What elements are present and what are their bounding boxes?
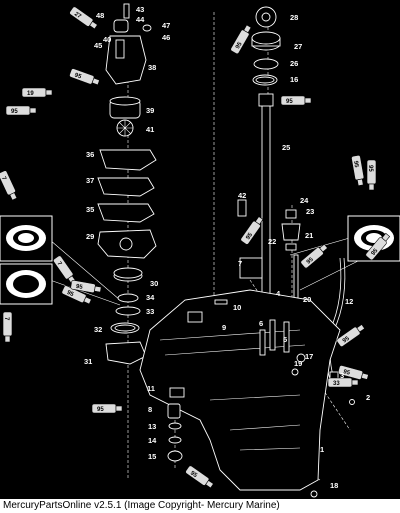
callout-48: 48 [96, 11, 104, 20]
callout-25: 25 [282, 143, 290, 152]
tube-label: 95 [286, 99, 293, 105]
gear-housing [139, 289, 355, 498]
callout-8: 8 [148, 405, 152, 414]
callout-33: 33 [146, 307, 154, 316]
callout-12: 12 [345, 297, 353, 306]
tube-2: 95 [69, 68, 100, 86]
copyright-footer: MercuryPartsOnline v2.5.1 (Image Copyrig… [0, 499, 400, 513]
callout-numbers: 1 2 3 4 5 6 7 8 9 10 11 12 13 14 15 16 1… [84, 5, 370, 490]
callout-9: 9 [222, 323, 226, 332]
tube-3: 19 [21, 87, 53, 98]
tube-5: 95 [230, 24, 252, 55]
tube-16: 95 [365, 232, 391, 261]
tube-label: 19 [27, 91, 34, 97]
tube-18: 95 [300, 243, 328, 269]
bearing-detail-inset [0, 263, 53, 305]
callout-38: 38 [148, 63, 156, 72]
water-pump-assembly [97, 3, 157, 365]
callout-2: 2 [366, 393, 370, 402]
callout-16: 16 [290, 75, 298, 84]
tube-label: 95 [306, 256, 315, 265]
callout-3: 3 [340, 371, 344, 380]
tube-label: 95 [74, 73, 83, 81]
tube-label: 7 [55, 261, 62, 268]
callout-17: 17 [305, 352, 313, 361]
tube-11: 33 [327, 377, 359, 388]
tube-label: 7 [0, 176, 7, 182]
tube-1: 27 [69, 6, 98, 30]
tube-label: 95 [97, 407, 104, 413]
tube-label: 27 [73, 11, 82, 20]
tube-21: 95 [351, 155, 365, 187]
tube-label: 7 [3, 317, 9, 321]
callout-10: 10 [233, 303, 241, 312]
tube-9: 7 [2, 311, 13, 343]
callout-6: 6 [259, 319, 263, 328]
callout-27: 27 [294, 42, 302, 51]
tube-17: 95 [240, 216, 264, 245]
callout-18: 18 [330, 481, 338, 490]
callout-37: 37 [86, 176, 94, 185]
callout-21: 21 [305, 231, 313, 240]
callout-43: 43 [136, 5, 144, 14]
callout-19: 19 [294, 359, 302, 368]
tube-label: 95 [245, 232, 254, 241]
tube-label: 95 [371, 247, 380, 256]
callout-11: 11 [147, 384, 155, 393]
tube-12: 95 [91, 403, 123, 414]
tube-label: 95 [342, 335, 351, 344]
callout-7: 7 [238, 259, 242, 268]
callout-39: 39 [146, 106, 154, 115]
tube-label: 95 [189, 470, 198, 479]
callout-36: 36 [86, 150, 94, 159]
callout-30: 30 [150, 279, 158, 288]
tube-13: 95 [336, 324, 366, 347]
callout-20: 20 [303, 295, 311, 304]
callout-35: 35 [86, 205, 94, 214]
tube-label: 95 [352, 160, 359, 168]
callout-46: 46 [162, 33, 170, 42]
tube-label: 95 [11, 109, 18, 115]
callout-5: 5 [283, 335, 287, 344]
tube-8: 7 [0, 170, 18, 201]
callout-34: 34 [146, 293, 155, 302]
callout-13: 13 [148, 422, 156, 431]
tube-20: 95 [337, 365, 369, 380]
seal-detail-inset [0, 215, 53, 262]
tube-label: 95 [75, 284, 83, 291]
callout-41: 41 [146, 125, 154, 134]
exploded-parts-diagram: 27 95 19 95 95 95 [0, 3, 400, 498]
callout-14: 14 [148, 436, 157, 445]
tube-label: 95 [367, 165, 373, 172]
tube-6: 95 [280, 95, 312, 106]
tube-label: 95 [343, 369, 352, 377]
tube-7: 95 [366, 159, 377, 191]
callout-44: 44 [136, 15, 145, 24]
tube-19: 95 [70, 280, 102, 294]
callout-1: 1 [320, 445, 324, 454]
tube-label: 95 [235, 41, 244, 50]
copyright-text: MercuryPartsOnline v2.5.1 (Image Copyrig… [3, 500, 280, 511]
callout-15: 15 [148, 452, 156, 461]
tube-4: 95 [5, 105, 37, 116]
callout-47: 47 [162, 21, 170, 30]
lubricant-tubes: 27 95 19 95 95 95 [0, 6, 391, 489]
callout-29: 29 [86, 232, 94, 241]
callout-26: 26 [290, 59, 298, 68]
callout-23: 23 [306, 207, 314, 216]
callout-45: 45 [94, 41, 102, 50]
tube-15: 7 [53, 255, 76, 285]
callout-22: 22 [268, 237, 276, 246]
callout-32: 32 [94, 325, 102, 334]
callout-28: 28 [290, 13, 298, 22]
callout-24: 24 [300, 196, 309, 205]
callout-31: 31 [84, 357, 92, 366]
callout-4: 4 [276, 289, 281, 298]
tube-label: 95 [66, 290, 75, 299]
callout-40: 40 [103, 35, 111, 44]
tube-14: 95 [185, 465, 214, 489]
callout-42: 42 [238, 191, 246, 200]
tube-label: 33 [333, 381, 340, 387]
